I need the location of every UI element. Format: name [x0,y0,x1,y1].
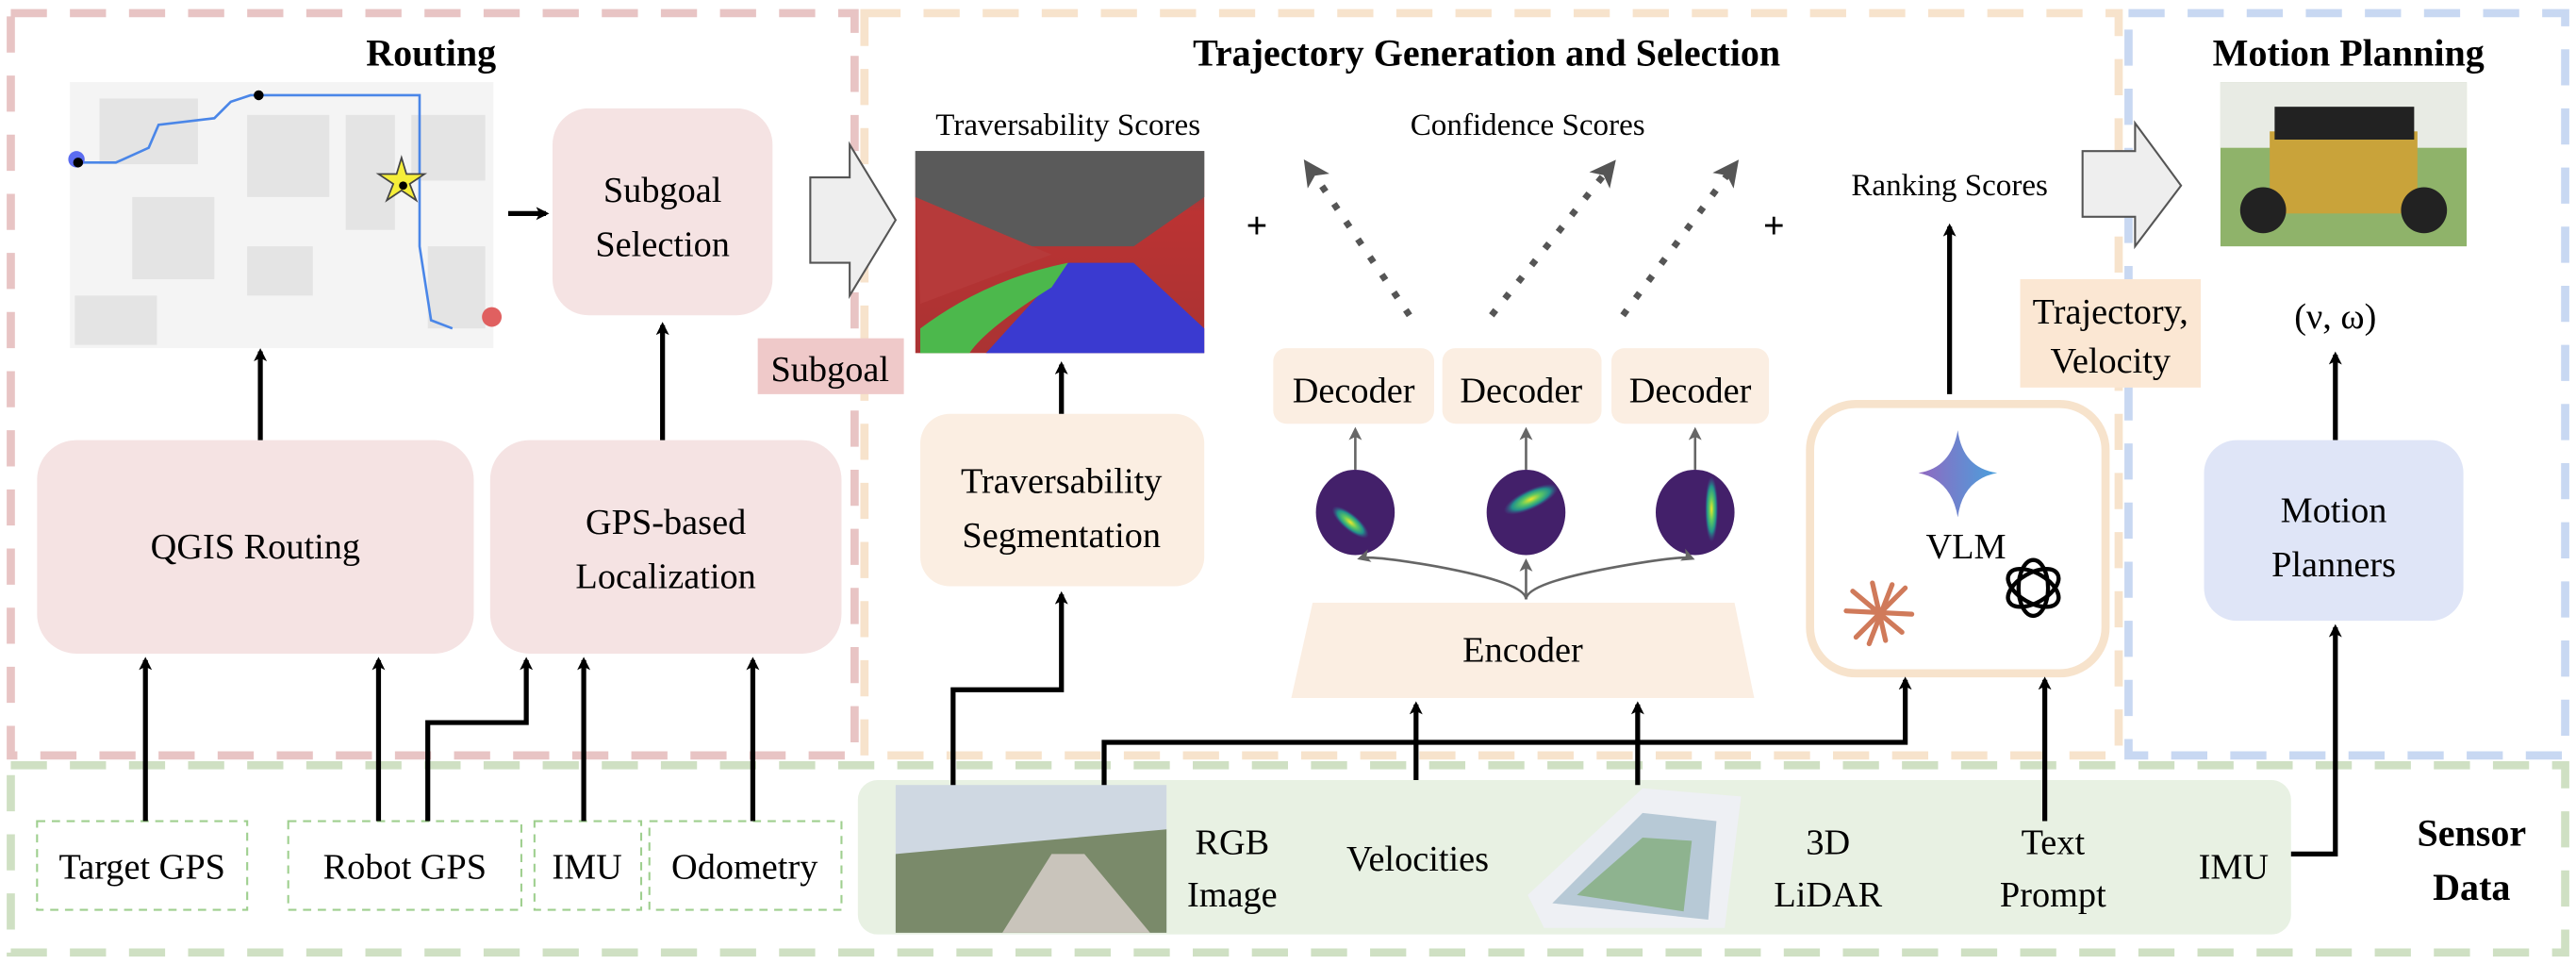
decoder-box-2 [1442,348,1602,424]
odometry-label: Odometry [671,847,817,887]
robot-gps-box [287,820,522,911]
segmentation-label-2: Segmentation [962,516,1161,556]
motion-planners-label-2: Planners [2271,545,2396,585]
flow-arrow-icon [809,141,898,300]
gemini-icon [1918,430,1998,518]
encoder-box [1291,602,1755,698]
decoder-label-2: Decoder [1460,372,1582,411]
vlm-label: VLM [1926,527,2006,567]
decoder-label-1: Decoder [1293,372,1415,411]
flow-arrow-icon-2 [2081,120,2183,250]
rgb-label: RGB [1195,823,1269,862]
traversability-scores-label: Traversability Scores [935,108,1200,142]
decoder-box-3 [1610,348,1770,424]
confidence-scores-label: Confidence Scores [1411,108,1645,142]
routing-title: Routing [366,32,496,75]
motion-title: Motion Planning [2213,32,2485,75]
subgoal-star-icon [375,155,428,203]
subgoal-label-box [757,338,904,394]
image-label: Image [1187,875,1278,915]
claude-icon [1843,580,1915,647]
imu-label: IMU [552,847,621,887]
lidar-label-2: LiDAR [1774,875,1882,915]
control-output-label: (ν, ω) [2294,297,2376,337]
subgoal-label: Subgoal [770,350,889,390]
localization-box [489,440,842,654]
subgoal-selection-label-2: Selection [595,225,730,265]
velocities-label: Velocities [1346,839,1489,879]
distribution-plots [1315,469,1735,556]
target-gps-label: Target GPS [59,847,225,887]
encoder-label: Encoder [1462,631,1583,671]
localization-label: GPS-based [586,503,746,542]
robot-image [2220,82,2468,247]
text-prompt-label-2: Prompt [2000,875,2106,915]
qgis-routing-box [37,440,474,654]
sensor-data-title: Sensor [2417,812,2526,855]
route-map-image [68,82,503,349]
subgoal-selection-label: Subgoal [603,171,722,210]
plus-sign-2: + [1763,204,1785,246]
motion-planners-label: Motion [2281,491,2387,531]
robot-gps-label: Robot GPS [323,847,487,887]
ranking-scores-label: Ranking Scores [1851,169,2048,203]
traversability-image [915,151,1205,354]
openai-icon [2006,557,2061,619]
segmentation-label: Traversability [961,461,1162,501]
decoder-box-1 [1273,348,1434,424]
sensor-data-title-2: Data [2433,866,2510,908]
qgis-routing-label: QGIS Routing [151,527,360,567]
lidar-pointcloud-image [1527,788,1742,928]
sensor-section [7,760,2569,957]
imu-box [533,820,643,911]
velocity-label: Velocity [2050,341,2171,381]
localization-label-2: Localization [575,557,755,596]
subgoal-selection-box [553,108,773,316]
segmentation-box [920,413,1205,587]
trajectory-label: Trajectory, [2033,292,2188,332]
plus-sign: + [1247,204,1268,246]
odometry-box [648,820,843,911]
motion-planners-box [2204,440,2464,622]
lidar-label: 3D [1806,823,1850,862]
imu-label-2: IMU [2199,847,2269,887]
trajectory-title: Trajectory Generation and Selection [1193,32,1780,75]
decoder-label-3: Decoder [1629,372,1752,411]
rgb-camera-image [895,785,1167,933]
text-prompt-label: Text [2022,823,2086,862]
target-gps-box [36,820,249,911]
trajectory-velocity-label-box [2020,278,2202,388]
